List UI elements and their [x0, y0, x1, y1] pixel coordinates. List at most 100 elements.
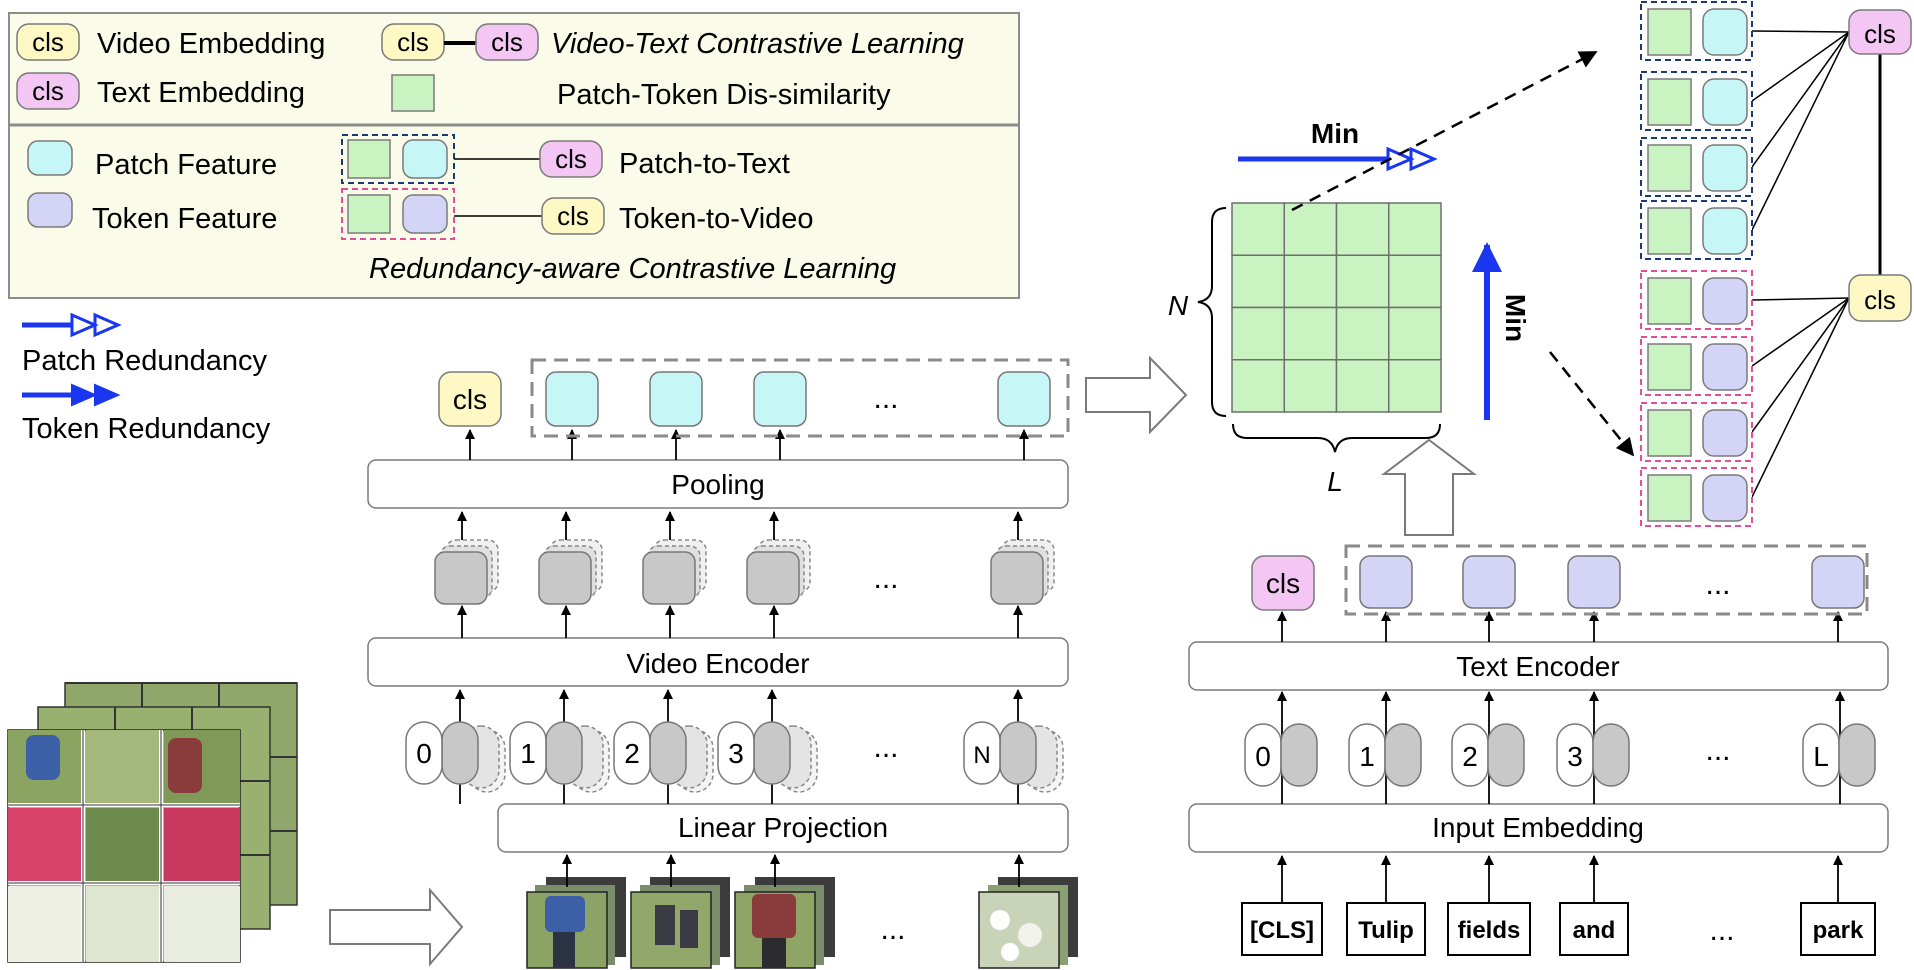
legend-token-feature: Token Feature — [92, 203, 277, 235]
video-frame-front — [7, 729, 241, 963]
cols-label: L — [1327, 466, 1343, 497]
similarity-cell — [1231, 306, 1285, 361]
matrix-cells — [1231, 202, 1442, 413]
video-input-token: 0 — [405, 721, 506, 793]
token-to-video-pair — [1640, 402, 1753, 462]
solid-double-arrow-icon — [71, 383, 121, 407]
ellipsis: ... — [873, 562, 898, 595]
patch-feature — [753, 371, 807, 427]
video-output-token — [538, 539, 603, 605]
similarity-cell — [1231, 359, 1285, 413]
rows-label: N — [1168, 290, 1189, 321]
input-word: fields — [1458, 917, 1521, 944]
patch-feature-swatch — [27, 140, 73, 176]
video-cls-label: cls — [1864, 285, 1896, 315]
pair-link — [1751, 30, 1850, 33]
word-box — [1447, 902, 1531, 956]
video-pooled-outputs: cls... — [438, 358, 1070, 460]
position-index: 1 — [520, 738, 536, 769]
pair-link — [1751, 31, 1850, 168]
text-encoder-outputs: cls... — [1251, 544, 1869, 642]
input-word: and — [1573, 917, 1616, 944]
input-embedding-block — [1188, 803, 1889, 853]
token-to-video-pair — [1640, 467, 1753, 527]
token-feature — [1811, 555, 1865, 609]
ellipsis: ... — [1705, 734, 1730, 767]
patch-to-text-pair — [1640, 71, 1753, 131]
legend-video-embedding: Video Embedding — [97, 28, 325, 60]
position-index: 2 — [1462, 741, 1478, 772]
similarity-cell — [1335, 306, 1390, 361]
position-index: 0 — [1255, 741, 1271, 772]
ellipsis: ... — [873, 382, 898, 415]
similarity-cell — [1388, 359, 1442, 413]
rows-brace — [1197, 207, 1227, 417]
input-embedding-label: Input Embedding — [1432, 812, 1644, 843]
video-frames — [7, 682, 298, 963]
ellipsis: ... — [1709, 914, 1734, 947]
video-input-token: 2 — [613, 721, 714, 793]
legend-patch-feature: Patch Feature — [95, 149, 277, 181]
word-box — [1241, 902, 1323, 956]
pair-link — [1751, 297, 1850, 433]
video-encoder-outputs: ... — [434, 511, 1055, 638]
token-to-video-pair — [1640, 270, 1753, 330]
similarity-cell — [1388, 254, 1442, 309]
word-box — [1559, 902, 1629, 956]
linear-projection-label: Linear Projection — [678, 812, 888, 843]
token-to-video-pair — [1640, 336, 1753, 396]
patch-thumbnail — [734, 877, 835, 969]
patch-thumbnail — [978, 877, 1078, 969]
similarity-cell — [1335, 359, 1390, 413]
patch-feature — [545, 371, 599, 427]
min-vertical-label: Min — [1500, 294, 1531, 342]
legend-cls-label: cls — [491, 27, 523, 57]
patch-redundancy-label: Patch Redundancy — [22, 345, 268, 377]
frames-to-patches-arrow — [329, 887, 464, 967]
white-flowers-patch — [8, 886, 83, 962]
legend-text-embedding: Text Embedding — [97, 77, 305, 109]
legend-video-text-contrastive: Video-Text Contrastive Learning — [551, 28, 964, 60]
video-cls-swatch — [16, 23, 80, 61]
hollow-double-arrow-icon — [1386, 146, 1438, 172]
patch-thumbnail — [526, 877, 626, 969]
video-encoder-block — [367, 637, 1069, 687]
person-jacket — [26, 735, 60, 780]
pooling-block — [367, 459, 1069, 509]
patch-thumbnails: ... — [526, 877, 1078, 969]
video-cls-node — [1848, 274, 1912, 322]
patches-to-matrix-arrow — [1085, 355, 1188, 435]
min-horizontal-label: Min — [1311, 118, 1359, 149]
patch-pairs-dashed-arrow — [1291, 50, 1598, 212]
video-encoder-label: Video Encoder — [626, 648, 809, 679]
cols-brace — [1232, 423, 1441, 453]
ellipsis: ... — [873, 731, 898, 764]
token-feature — [1567, 555, 1621, 609]
word-box — [1800, 902, 1876, 956]
similarity-cell — [1283, 202, 1338, 256]
legend-token-to-video: Token-to-Video — [619, 203, 814, 235]
tokens-to-matrix-arrow — [1381, 438, 1477, 536]
hollow-double-arrow-icon — [70, 312, 122, 338]
position-index: 0 — [416, 738, 432, 769]
legend-cls-label: cls — [555, 144, 587, 174]
video-output-token — [642, 539, 707, 605]
input-word: [CLS] — [1250, 917, 1314, 944]
redundancy-legend: Patch Redundancy Token Redundancy — [22, 312, 271, 445]
ellipsis: ... — [1705, 568, 1730, 601]
position-index: 3 — [728, 738, 744, 769]
person-coat — [168, 738, 202, 793]
position-index-box — [613, 721, 651, 785]
patch-features-group — [530, 358, 1070, 438]
text-encoder-block — [1188, 641, 1889, 691]
token-redundancy-label: Token Redundancy — [22, 413, 271, 445]
token-feature — [1462, 555, 1516, 609]
similarity-cell — [1231, 202, 1285, 256]
pair-link — [1751, 297, 1850, 498]
